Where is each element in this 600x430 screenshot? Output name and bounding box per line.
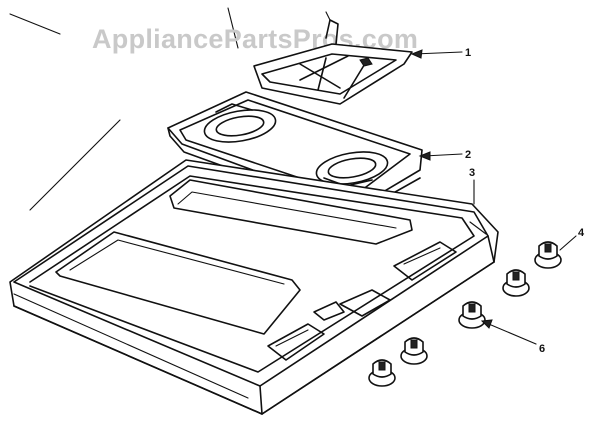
drip-pan-assembly	[167, 91, 423, 215]
control-knob-2	[502, 269, 530, 297]
control-knob-4	[400, 337, 428, 365]
background-lines	[9, 7, 239, 211]
callout-label-1: 1	[465, 47, 471, 59]
callout-label-3: 3	[469, 167, 475, 179]
callout-label-2: 2	[465, 149, 471, 161]
cooktop	[9, 159, 499, 415]
control-knob-3	[458, 301, 486, 329]
burner-grate	[253, 11, 413, 105]
callout-leaders	[410, 49, 577, 345]
control-knob-1	[534, 241, 562, 269]
control-knob-5	[368, 359, 396, 387]
callout-label-6: 6	[539, 343, 545, 355]
callout-label-4: 4	[578, 227, 585, 239]
